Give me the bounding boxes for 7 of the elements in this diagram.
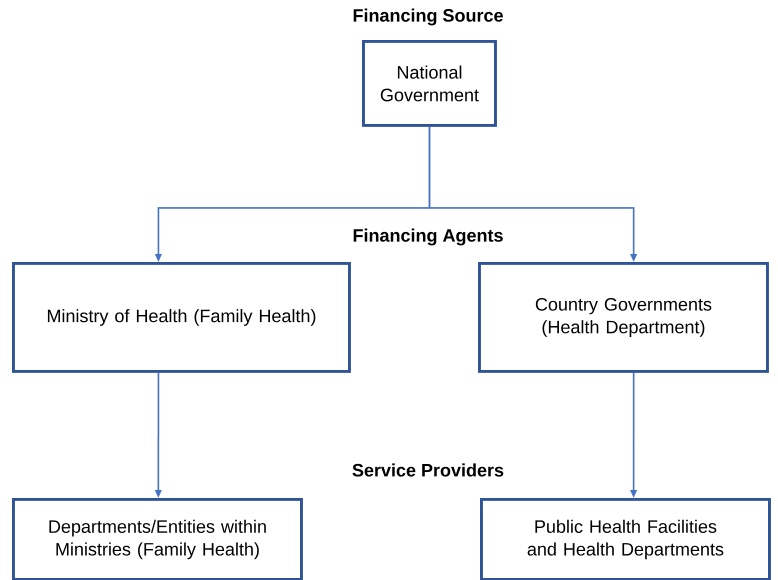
process-box: Public Health Facilities and Health Departments [480, 498, 771, 580]
section-heading: Service Providers [352, 463, 504, 477]
process-box: National Government [362, 40, 497, 127]
process-box: Departments/Entities within Ministries (Family Health) [12, 498, 303, 580]
process-box: Ministry of Health (Family Health) [12, 262, 351, 373]
section-heading: Financing Agents [354, 228, 503, 246]
process-box: Country Governments (Health Department) [478, 262, 769, 373]
